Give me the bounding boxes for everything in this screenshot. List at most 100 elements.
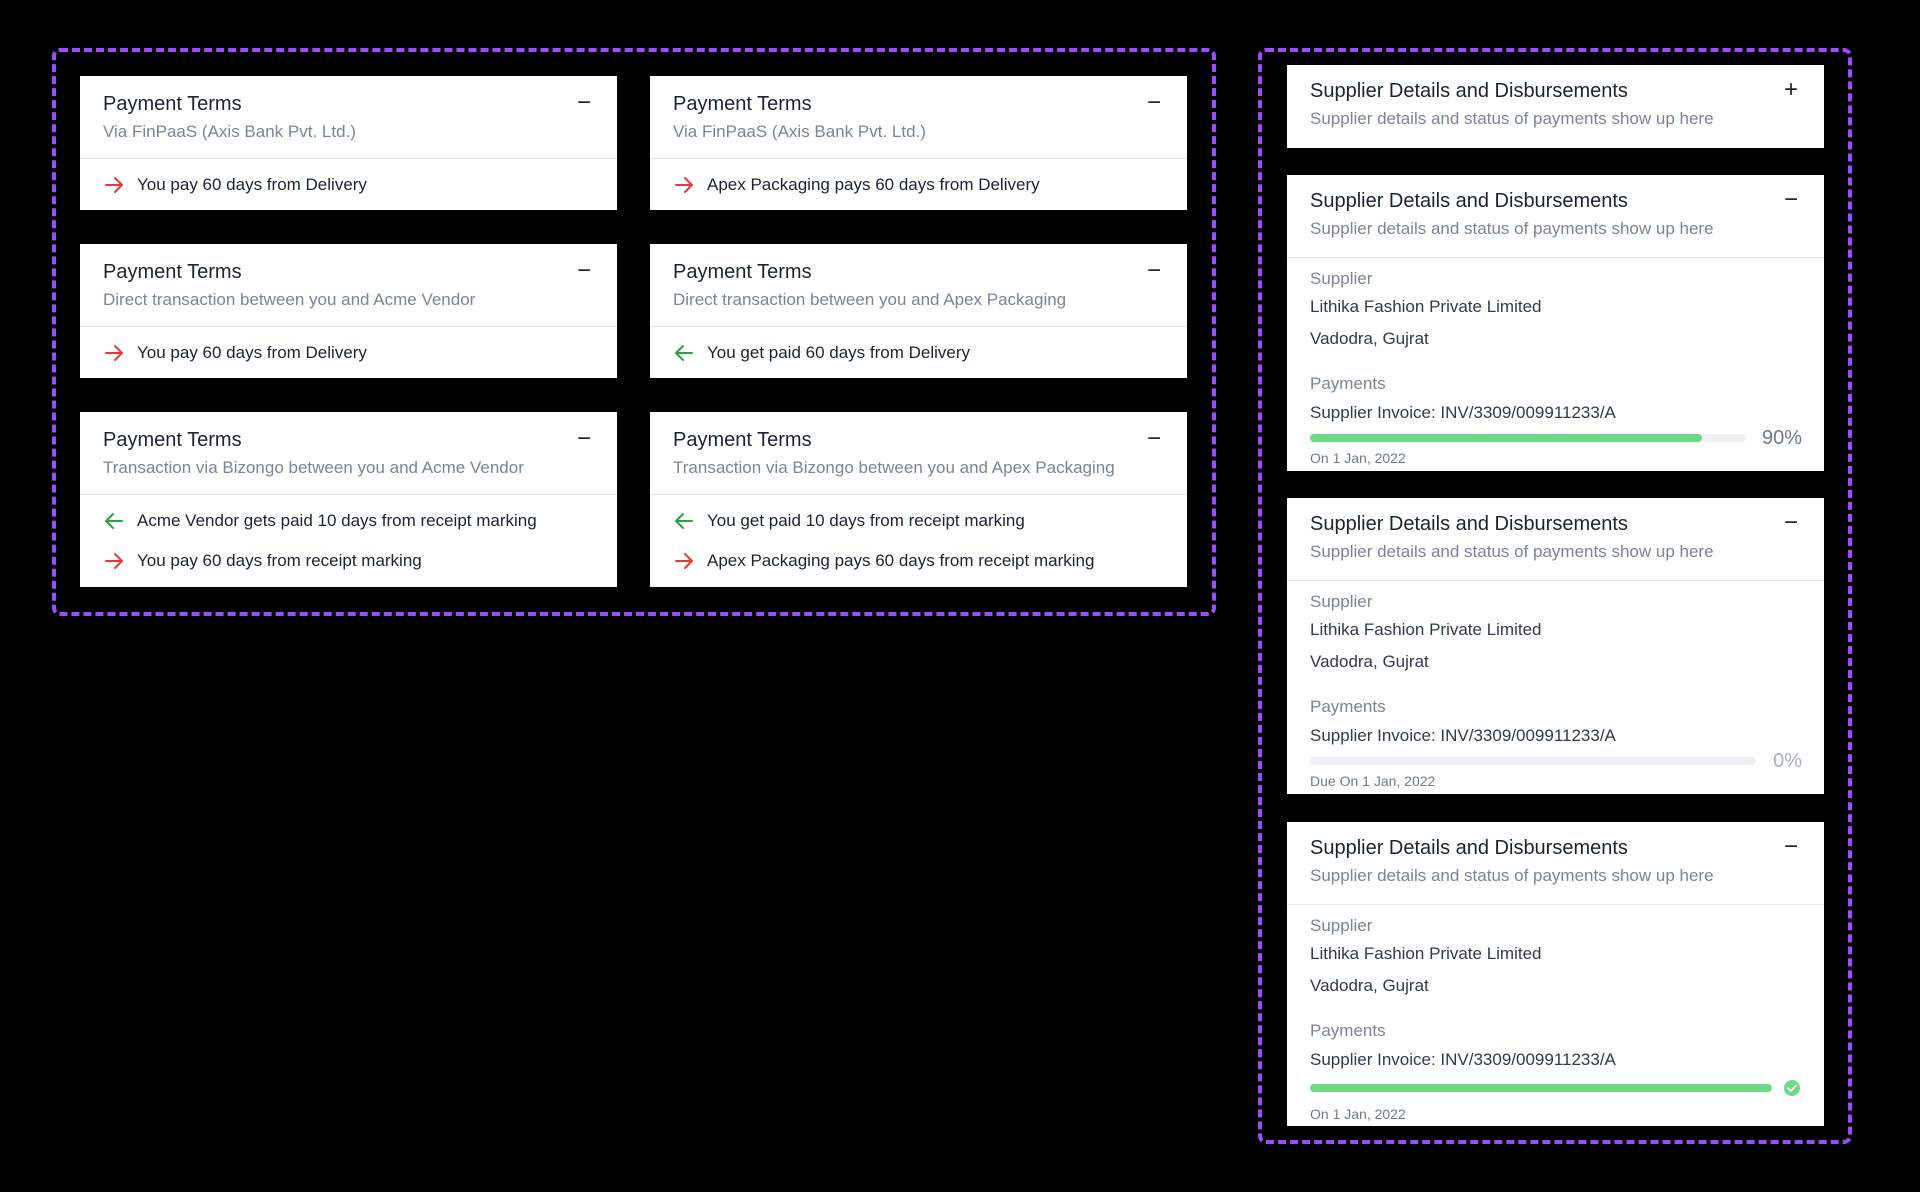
- collapse-icon[interactable]: −: [576, 89, 591, 116]
- term-text: You get paid 60 days from Delivery: [707, 343, 971, 362]
- arrow-right-icon: [105, 553, 123, 569]
- payment-progress-bar: [1310, 434, 1746, 442]
- card-subtitle: Supplier details and status of payments …: [1310, 219, 1714, 238]
- divider: [1287, 904, 1824, 905]
- card-subtitle: Via FinPaaS (Axis Bank Pvt. Ltd.): [103, 122, 356, 141]
- invoice-text: Supplier Invoice: INV/3309/009911233/A: [1310, 726, 1616, 745]
- term-row: Apex Packaging pays 60 days from receipt…: [673, 549, 1167, 573]
- payment-date: On 1 Jan, 2022: [1310, 450, 1406, 466]
- supplier-card: Supplier Details and Disbursements Suppl…: [1287, 822, 1824, 1126]
- collapse-icon[interactable]: −: [1783, 509, 1798, 536]
- card-header: Payment Terms Via FinPaaS (Axis Bank Pvt…: [650, 76, 1187, 142]
- card-title: Payment Terms: [673, 93, 812, 115]
- supplier-name: Lithika Fashion Private Limited: [1310, 944, 1542, 963]
- collapse-icon[interactable]: −: [1146, 89, 1161, 116]
- supplier-location: Vadodra, Gujrat: [1310, 976, 1429, 995]
- arrow-right-icon: [105, 345, 123, 361]
- card-title: Payment Terms: [103, 261, 242, 283]
- supplier-location: Vadodra, Gujrat: [1310, 652, 1429, 671]
- arrow-right-icon: [675, 177, 693, 193]
- card-subtitle: Supplier details and status of payments …: [1310, 109, 1714, 128]
- payments-label: Payments: [1310, 374, 1386, 393]
- payment-terms-card: Payment Terms Direct transaction between…: [80, 244, 617, 378]
- supplier-card: Supplier Details and Disbursements Suppl…: [1287, 65, 1824, 148]
- payment-progress-bar: [1310, 757, 1756, 765]
- payment-terms-card: Payment Terms Via FinPaaS (Axis Bank Pvt…: [80, 76, 617, 210]
- invoice-text: Supplier Invoice: INV/3309/009911233/A: [1310, 403, 1616, 422]
- collapse-icon[interactable]: −: [1146, 425, 1161, 452]
- collapse-icon[interactable]: −: [576, 425, 591, 452]
- card-header: Supplier Details and Disbursements Suppl…: [1287, 65, 1824, 129]
- term-row: You get paid 10 days from receipt markin…: [673, 509, 1167, 533]
- expand-icon[interactable]: +: [1783, 76, 1798, 103]
- collapse-icon[interactable]: −: [1146, 257, 1161, 284]
- supplier-card: Supplier Details and Disbursements Suppl…: [1287, 498, 1824, 794]
- supplier-card: Supplier Details and Disbursements Suppl…: [1287, 175, 1824, 471]
- card-header: Payment Terms Via FinPaaS (Axis Bank Pvt…: [80, 76, 617, 142]
- card-title: Payment Terms: [673, 261, 812, 283]
- payments-label: Payments: [1310, 1021, 1386, 1040]
- card-subtitle: Supplier details and status of payments …: [1310, 866, 1714, 885]
- card-subtitle: Direct transaction between you and Acme …: [103, 290, 476, 309]
- payment-date: On 1 Jan, 2022: [1310, 1106, 1406, 1122]
- arrow-left-icon: [105, 513, 123, 529]
- card-title: Supplier Details and Disbursements: [1310, 190, 1628, 212]
- card-header: Payment Terms Transaction via Bizongo be…: [80, 412, 617, 478]
- term-text: Apex Packaging pays 60 days from receipt…: [707, 551, 1095, 570]
- term-text: Acme Vendor gets paid 10 days from recei…: [137, 511, 537, 530]
- card-subtitle: Supplier details and status of payments …: [1310, 542, 1714, 561]
- card-subtitle: Direct transaction between you and Apex …: [673, 290, 1067, 309]
- card-header: Supplier Details and Disbursements Suppl…: [1287, 822, 1824, 886]
- term-text: Apex Packaging pays 60 days from Deliver…: [707, 175, 1040, 194]
- invoice-text: Supplier Invoice: INV/3309/009911233/A: [1310, 1050, 1616, 1069]
- term-text: You pay 60 days from Delivery: [137, 343, 367, 362]
- payment-terms-card: Payment Terms Direct transaction between…: [650, 244, 1187, 378]
- supplier-details-group: [1258, 48, 1852, 1144]
- term-row: You get paid 60 days from Delivery: [673, 341, 1167, 365]
- arrow-right-icon: [105, 177, 123, 193]
- arrow-right-icon: [675, 553, 693, 569]
- payment-terms-card: Payment Terms Transaction via Bizongo be…: [650, 412, 1187, 587]
- card-header: Payment Terms Direct transaction between…: [650, 244, 1187, 310]
- card-header: Supplier Details and Disbursements Suppl…: [1287, 498, 1824, 562]
- payment-progress-bar: [1310, 1084, 1772, 1092]
- divider: [80, 158, 617, 159]
- collapse-icon[interactable]: −: [1783, 186, 1798, 213]
- card-header: Payment Terms Direct transaction between…: [80, 244, 617, 310]
- progress-fill: [1310, 1084, 1772, 1092]
- term-text: You get paid 10 days from receipt markin…: [707, 511, 1025, 530]
- divider: [80, 326, 617, 327]
- term-row: You pay 60 days from receipt marking: [103, 549, 597, 573]
- collapse-icon[interactable]: −: [576, 257, 591, 284]
- progress-percent: 90%: [1761, 427, 1802, 449]
- payment-date: Due On 1 Jan, 2022: [1310, 773, 1436, 789]
- payment-terms-group: [52, 48, 1216, 616]
- term-row: You pay 60 days from Delivery: [103, 173, 597, 197]
- progress-fill: [1310, 434, 1703, 442]
- check-circle-icon: [1784, 1080, 1800, 1096]
- payments-label: Payments: [1310, 697, 1386, 716]
- progress-percent: 0%: [1773, 750, 1802, 772]
- term-row: Acme Vendor gets paid 10 days from recei…: [103, 509, 597, 533]
- card-title: Supplier Details and Disbursements: [1310, 80, 1628, 102]
- supplier-name: Lithika Fashion Private Limited: [1310, 620, 1542, 639]
- card-title: Payment Terms: [103, 93, 242, 115]
- term-row: You pay 60 days from Delivery: [103, 341, 597, 365]
- collapse-icon[interactable]: −: [1783, 833, 1798, 860]
- payment-terms-card: Payment Terms Via FinPaaS (Axis Bank Pvt…: [650, 76, 1187, 210]
- card-subtitle: Via FinPaaS (Axis Bank Pvt. Ltd.): [673, 122, 926, 141]
- supplier-name: Lithika Fashion Private Limited: [1310, 297, 1542, 316]
- supplier-label: Supplier: [1310, 269, 1373, 288]
- arrow-left-icon: [675, 513, 693, 529]
- term-text: You pay 60 days from Delivery: [137, 175, 367, 194]
- divider: [1287, 580, 1824, 581]
- card-header: Payment Terms Transaction via Bizongo be…: [650, 412, 1187, 478]
- supplier-label: Supplier: [1310, 916, 1373, 935]
- supplier-location: Vadodra, Gujrat: [1310, 329, 1429, 348]
- card-header: Supplier Details and Disbursements Suppl…: [1287, 175, 1824, 239]
- divider: [650, 326, 1187, 327]
- card-title: Payment Terms: [673, 429, 812, 451]
- divider: [1287, 257, 1824, 258]
- divider: [80, 494, 617, 495]
- card-title: Payment Terms: [103, 429, 242, 451]
